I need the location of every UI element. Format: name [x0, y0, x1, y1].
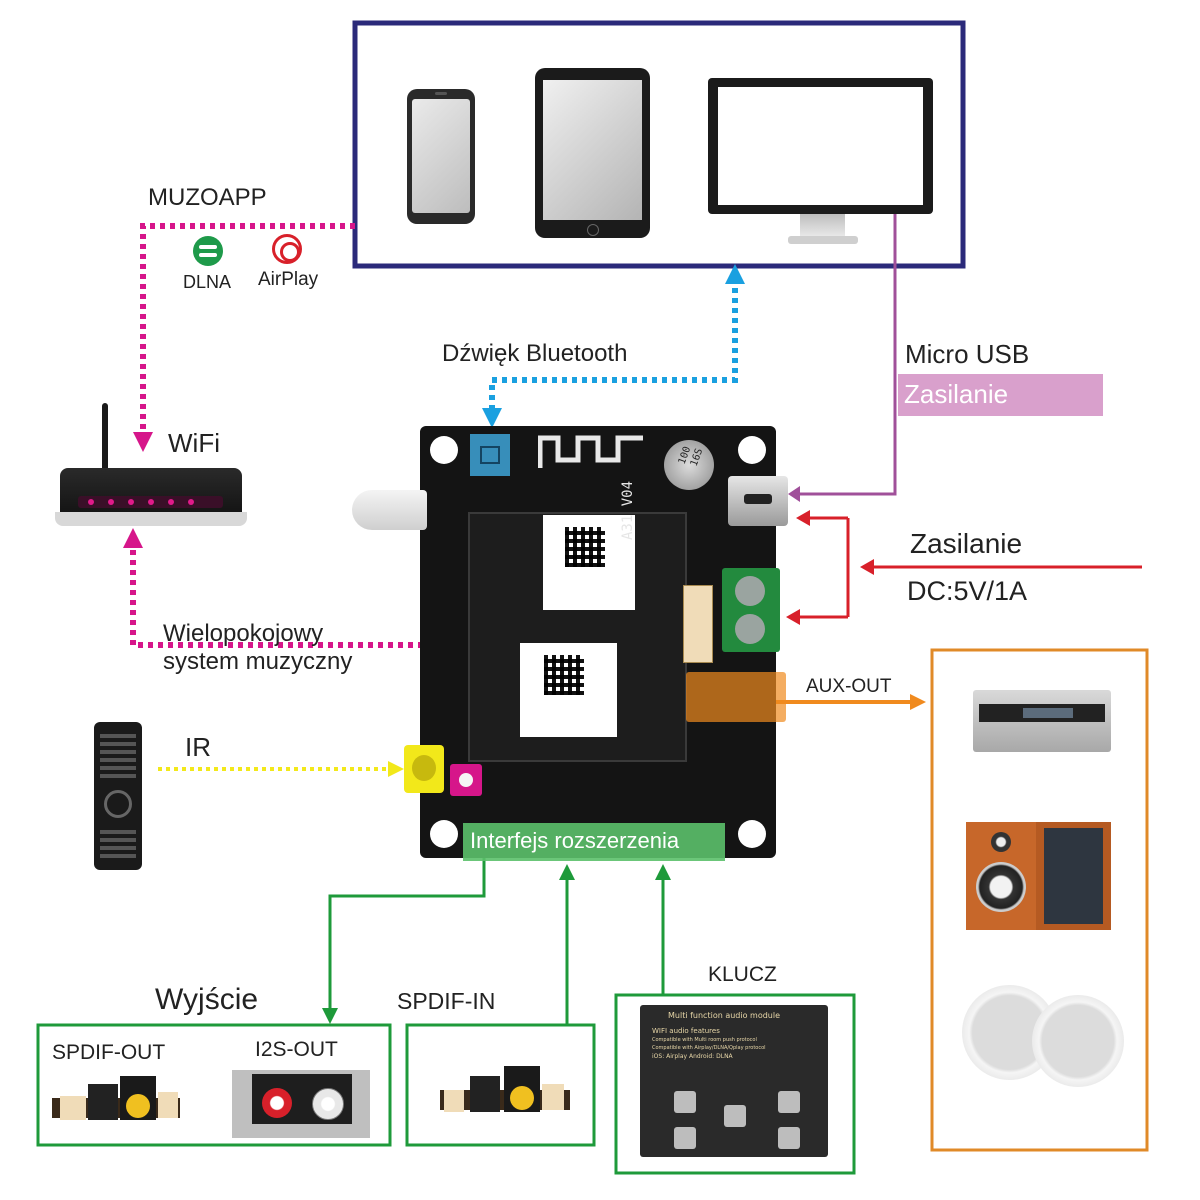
micro-usb-label: Micro USB: [905, 339, 1030, 369]
key-module-line3: Compatible with Airplay/DLNA/Qplay proto…: [652, 1045, 766, 1051]
ir-arrow: [388, 761, 404, 777]
output-frame: [36, 1023, 392, 1147]
tablet-icon: [535, 68, 650, 238]
spdif-out-label: SPDIF-OUT: [52, 1041, 166, 1064]
key-module-title: Multi function audio module: [668, 1011, 781, 1020]
monitor-icon: [708, 78, 933, 214]
key-module: Multi function audio module WIFI audio f…: [640, 1005, 828, 1157]
i2s-out-module: [232, 1070, 370, 1138]
spdif-in-label: SPDIF-IN: [397, 988, 496, 1014]
dc-arrow: [860, 559, 874, 575]
key-module-line2: Compatible with Multi room push protocol: [652, 1037, 757, 1043]
usb-power-badge: [898, 374, 1103, 416]
output-line: [328, 858, 486, 1012]
airplay-icon: [272, 234, 302, 264]
router-antenna: [102, 403, 108, 475]
ir-remote-icon: [94, 722, 142, 870]
expansion-label: Interfejs rozszerzenia: [470, 828, 680, 853]
key-button-5[interactable]: [778, 1127, 800, 1149]
muzoapp-label: MUZOAPP: [148, 184, 267, 211]
key-label: KLUCZ: [708, 963, 777, 986]
spdif-in-frame: [405, 1023, 596, 1147]
module-version-label: A31 V04: [620, 480, 636, 540]
pink-button[interactable]: [450, 764, 482, 796]
bluetooth-arrow-up: [725, 264, 745, 284]
usb-arrow: [788, 486, 800, 502]
smartphone-icon: [407, 89, 475, 224]
airplay-label: AirPlay: [258, 269, 319, 290]
key-module-line4: iOS: Airplay Android: DLNA: [652, 1053, 733, 1060]
wifi-arrow-down: [133, 432, 153, 452]
dc-power-label: Zasilanie: [910, 528, 1023, 559]
multiroom-label-1: Wielopokojowy: [163, 620, 324, 647]
usb-power-label: Zasilanie: [904, 379, 1009, 409]
usb-power-line: [800, 212, 897, 496]
bluetooth-line: [489, 282, 738, 410]
expansion-interface: [463, 823, 725, 861]
key-button-1[interactable]: [674, 1091, 696, 1113]
qr-chip-1: [543, 515, 635, 610]
aux-out-label: AUX-OUT: [806, 676, 892, 697]
capacitor: 100 16S: [664, 440, 714, 490]
bluetooth-antenna: [470, 434, 510, 476]
ir-receiver: [404, 745, 444, 793]
dlna-label: DLNA: [183, 272, 232, 292]
key-button-2[interactable]: [724, 1105, 746, 1127]
power-terminal-block[interactable]: [722, 568, 780, 652]
i2s-out-label: I2S-OUT: [255, 1038, 338, 1061]
micro-usb-port[interactable]: [728, 476, 788, 526]
speakers-frame: [930, 648, 1149, 1152]
speaker-cabinet-icon: [966, 822, 1111, 930]
spdif-in-module: [440, 1062, 570, 1122]
key-button-4[interactable]: [674, 1127, 696, 1149]
key-button-3[interactable]: [778, 1091, 800, 1113]
dlna-icon: [193, 236, 223, 266]
bluetooth-label: Dźwięk Bluetooth: [442, 340, 628, 367]
wifi-label: WiFi: [168, 428, 220, 458]
spdif-out-module: [52, 1074, 180, 1129]
ceiling-speaker-icon-2: [1032, 995, 1124, 1087]
amplifier-icon: [973, 690, 1111, 752]
wifi-app-line: [140, 223, 355, 440]
multiroom-arrow-up: [123, 528, 143, 548]
key-frame: [614, 993, 856, 1175]
ir-label: IR: [185, 732, 211, 762]
multiroom-line: [130, 540, 468, 770]
devices-frame: [352, 20, 966, 269]
dc-spec-label: DC:5V/1A: [907, 576, 1028, 606]
bluetooth-arrow-down: [482, 408, 502, 428]
qr-chip-2: [520, 643, 617, 737]
aux-arrow: [910, 694, 926, 710]
aux-out-jack[interactable]: [686, 672, 786, 722]
key-module-line1: WIFI audio features: [652, 1027, 720, 1035]
multiroom-label-2: system muzyczny: [163, 648, 353, 675]
output-title: Wyjście: [155, 983, 259, 1016]
